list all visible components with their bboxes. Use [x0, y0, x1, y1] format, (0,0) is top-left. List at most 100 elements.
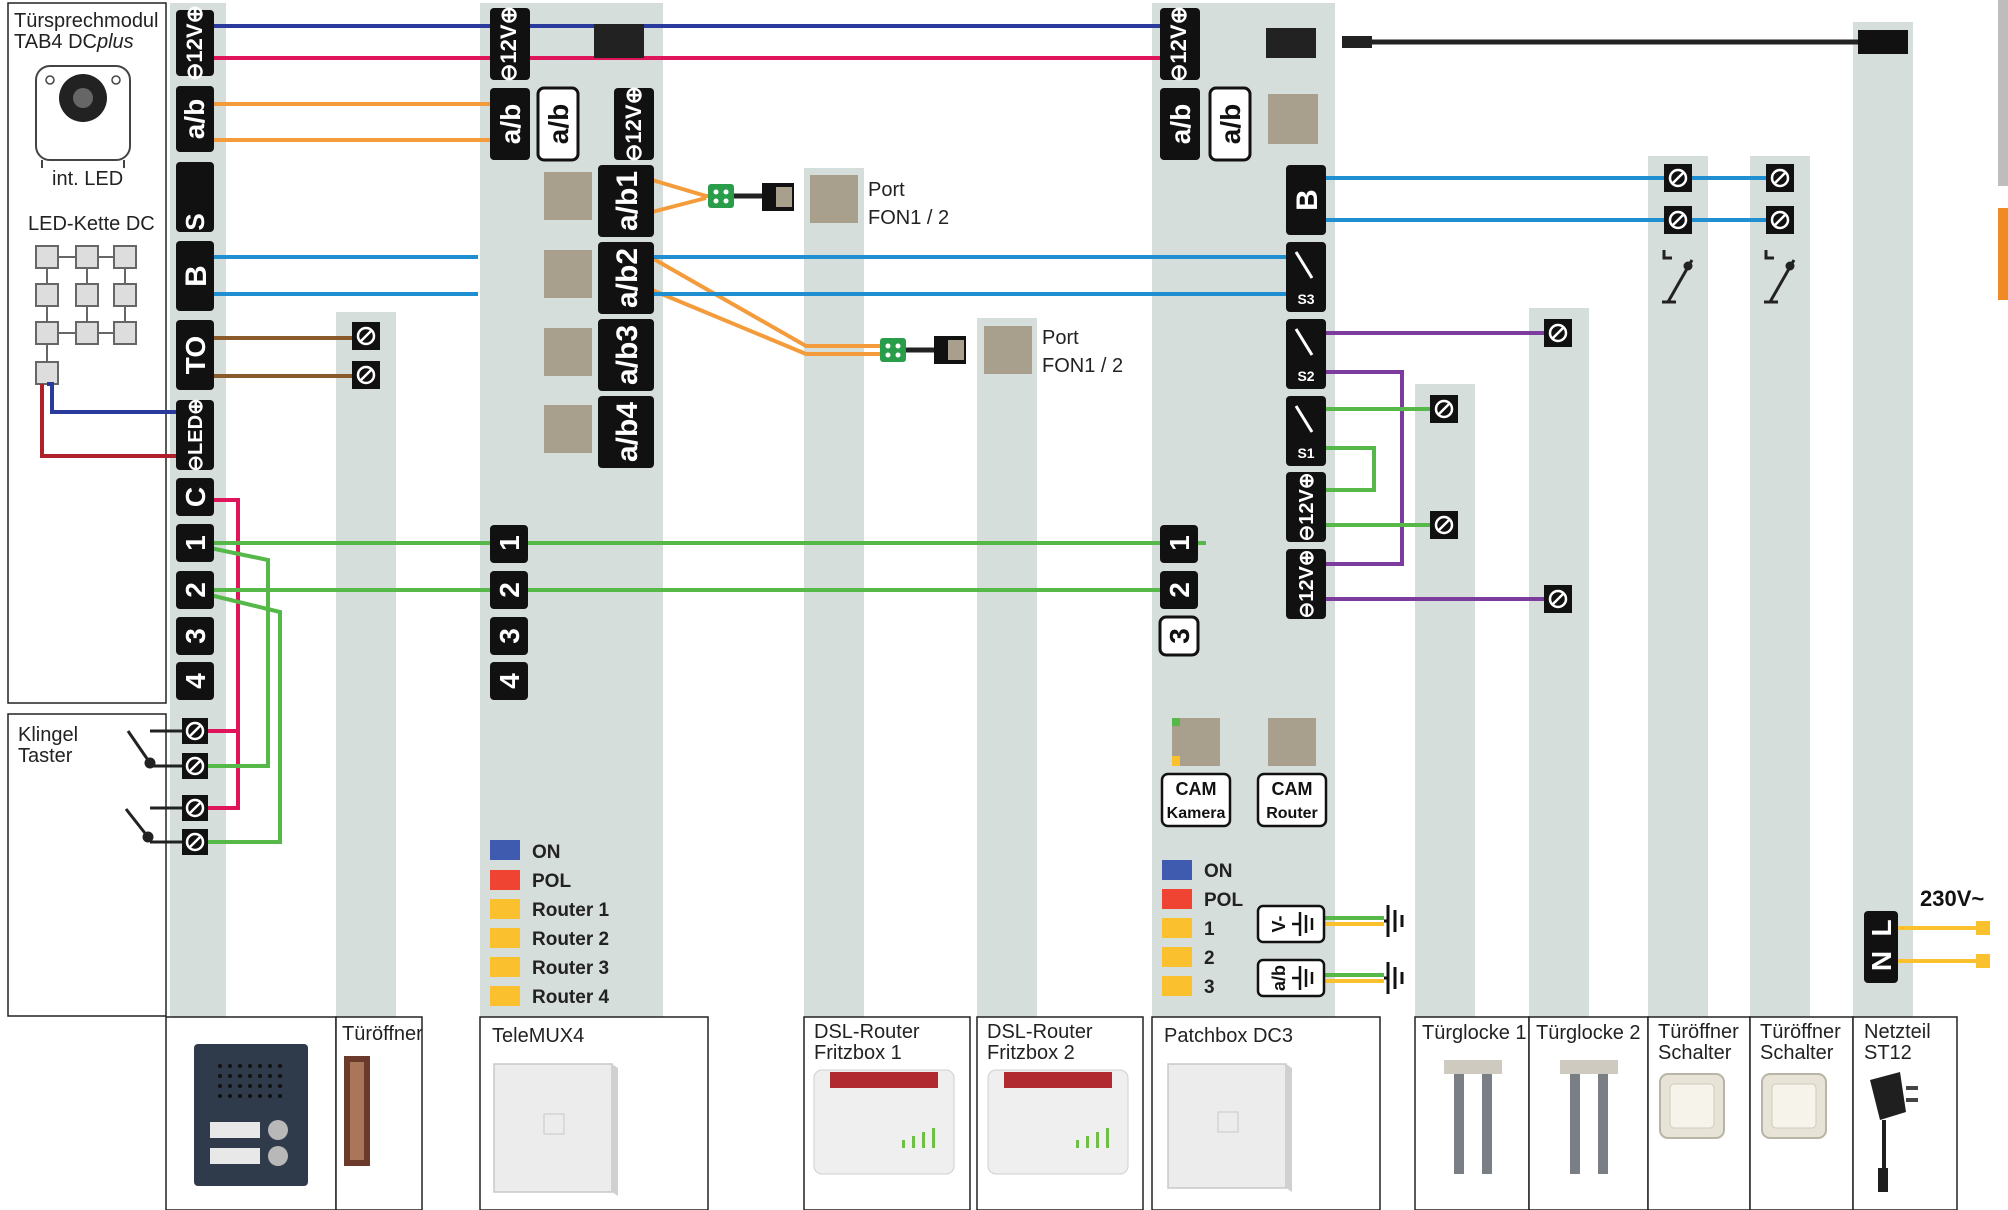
mains-end-l-icon	[1976, 921, 1990, 935]
patchbox-legend: ON POL 1 2 3	[1162, 860, 1243, 998]
port2-line1: Port	[1042, 327, 1079, 349]
tab4-term-c: C	[180, 487, 211, 507]
chime1-screw-1	[1430, 395, 1458, 423]
chime1-label: Türglocke 1	[1422, 1022, 1527, 1044]
legend-pol: POL	[532, 871, 571, 892]
patchbox-term-s1: S1	[1297, 445, 1314, 461]
door-switch-1-icon	[1662, 250, 1694, 304]
screw-terminals	[182, 164, 1794, 855]
bell-button-line2: Taster	[18, 745, 73, 767]
psu-line1: Netzteil	[1864, 1021, 1931, 1043]
bell-button-line1: Klingel	[18, 724, 78, 746]
chime2-screw-2	[1544, 585, 1572, 613]
patchbox-term-3: 3	[1164, 628, 1195, 644]
tab4-term-2: 2	[180, 582, 211, 598]
column-backgrounds	[170, 3, 1913, 1020]
speaker-module-icon	[35, 65, 131, 168]
tab4-term-3: 3	[180, 628, 211, 644]
telemux-terminals: ⊖12V⊕ a/b a/b ⊖12V⊕ a/b1 a/b2 a/b3 a/b4 …	[490, 6, 654, 700]
tab4-term-12v: ⊖12V⊕	[182, 5, 207, 81]
patchbox-term-12v-2: ⊖12V⊕	[1296, 472, 1318, 541]
switch1-screw-1	[1664, 164, 1692, 192]
cam-ports: CAM Kamera CAM Router	[1160, 718, 1328, 828]
patchbox-term-12v-3: ⊖12V⊕	[1296, 549, 1318, 618]
switch2-line1: Türöffner	[1760, 1021, 1841, 1043]
telemux-term-ab1: a/b1	[611, 171, 644, 231]
pb-legend-1: 1	[1204, 919, 1215, 940]
dsl1-line1: DSL-Router	[814, 1021, 920, 1043]
port2-line2: FON1 / 2	[1042, 355, 1123, 377]
pb-legend-on: ON	[1204, 861, 1233, 882]
switch2-line2: Schalter	[1760, 1042, 1834, 1064]
telemux-legend: ON POL Router 1 Router 2 Router 3 Router…	[490, 840, 610, 1008]
fritzbox-1-icon	[813, 1069, 955, 1175]
patchbox-term-12v: ⊖12V⊕	[1166, 6, 1191, 82]
switch1-line2: Schalter	[1658, 1042, 1732, 1064]
cam2-line1: CAM	[1272, 779, 1313, 799]
opener-screw-1	[352, 322, 380, 350]
telemux-label: TeleMUX4	[492, 1025, 584, 1047]
tab4-term-to: TO	[180, 336, 211, 374]
patchbox-term-b: B	[1291, 189, 1324, 211]
tab4-term-4: 4	[180, 673, 211, 689]
chime-1-icon	[1444, 1060, 1502, 1174]
patchbox-s2-switch-icon	[1294, 328, 1314, 356]
psu-line2: ST12	[1864, 1042, 1912, 1064]
telemux-term-1: 1	[494, 535, 525, 551]
door-opener-icon	[344, 1056, 370, 1166]
tab4-term-ab: a/b	[179, 99, 210, 139]
bell-switch-1-icon	[126, 729, 182, 769]
wall-switch-2-icon	[1761, 1073, 1827, 1139]
rj-connector-2-icon	[880, 336, 966, 364]
rj-connector-1-icon	[708, 183, 794, 211]
mains-end-n-icon	[1976, 954, 1990, 968]
dsl2-line2: Fritzbox 2	[987, 1042, 1075, 1064]
bell-screw-1	[182, 718, 208, 744]
tab4-term-s: S	[180, 213, 210, 230]
ground-1-label: V-	[1269, 915, 1289, 932]
legend-on: ON	[532, 842, 561, 863]
door-switch-2-icon	[1764, 250, 1796, 304]
ground-terminal-1: V-	[1256, 904, 1326, 944]
switch2-screw-2	[1766, 206, 1794, 234]
tab4-term-1: 1	[180, 535, 211, 551]
psu-term-l: L	[1866, 919, 1897, 936]
bell-screw-2	[182, 753, 208, 779]
mains-label: 230V~	[1920, 886, 1984, 911]
earth-symbol-2-icon	[1384, 962, 1404, 994]
chime2-label: Türglocke 2	[1536, 1022, 1641, 1044]
pb-legend-3: 3	[1204, 977, 1215, 998]
telemux-box-icon	[493, 1063, 618, 1196]
ground-terminal-2: a/b	[1256, 958, 1326, 998]
port1-line2: FON1 / 2	[868, 207, 949, 229]
switch1-screw-2	[1664, 206, 1692, 234]
door-opener-label: Türöffner	[342, 1023, 423, 1045]
fritzbox-2-icon	[987, 1069, 1129, 1175]
door-station-icon	[194, 1044, 308, 1186]
accent-gray-bar	[1998, 0, 2008, 186]
int-led-label: int. LED	[52, 168, 123, 190]
door-module-box: Türsprechmodul TAB4 DCplus int. LED LED-…	[7, 2, 167, 704]
legend-router-1: Router 1	[532, 900, 610, 921]
psu-ln-terminal: L N	[1864, 911, 1898, 983]
door-module-title-italic: plus	[96, 31, 134, 53]
psu-cable-plug-icon	[1342, 36, 1372, 48]
bell-switch-2-icon	[124, 806, 182, 844]
dsl1-port-icon	[810, 175, 858, 223]
svg-text:TAB4 DCplus: TAB4 DCplus	[14, 31, 134, 53]
patchbox-box-icon	[1167, 1063, 1292, 1192]
patchbox-terminals: ⊖12V⊕ a/b a/b B S3 S2 S1 ⊖12V⊕ ⊖12V⊕ 1 2…	[1158, 6, 1326, 657]
patchbox-s1-switch-icon	[1294, 405, 1314, 433]
cam2-line2: Router	[1266, 805, 1318, 822]
cam1-line2: Kamera	[1167, 805, 1226, 822]
legend-router-2: Router 2	[532, 929, 609, 950]
telemux-term-ab-white: a/b	[543, 104, 574, 144]
chime2-screw-1	[1544, 319, 1572, 347]
patchbox-term-1: 1	[1164, 535, 1195, 551]
led-chain-title: LED-Kette DC	[28, 213, 155, 235]
cam1-line1: CAM	[1176, 779, 1217, 799]
ground-2-label: a/b	[1269, 965, 1289, 991]
switch2-screw-1	[1766, 164, 1794, 192]
opener-screw-2	[352, 361, 380, 389]
telemux-term-ab2: a/b2	[611, 248, 644, 308]
